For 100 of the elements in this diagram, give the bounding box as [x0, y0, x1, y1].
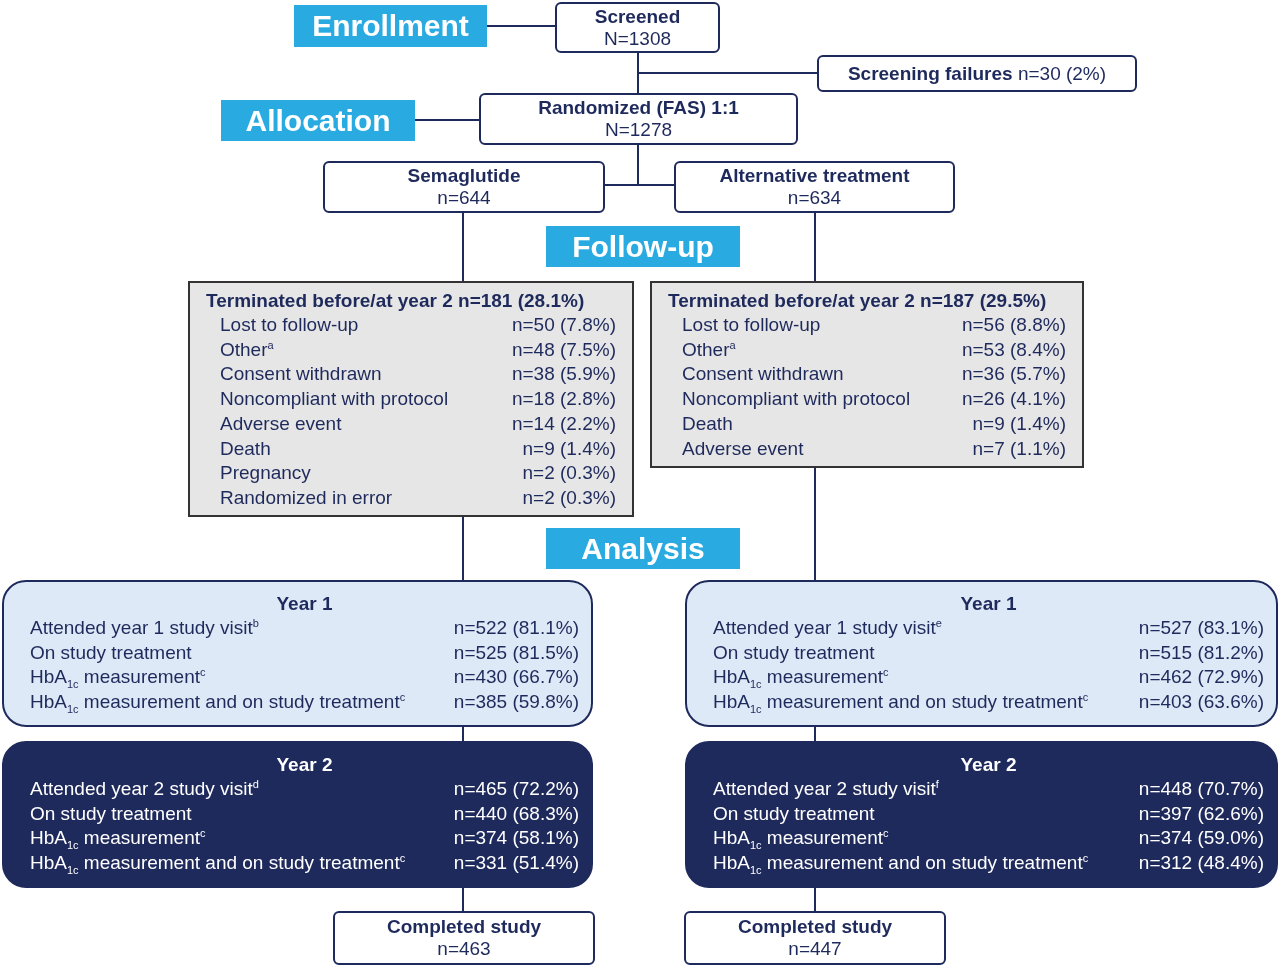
box-text: n=634	[787, 187, 842, 209]
box-text: N=1308	[603, 27, 672, 50]
process-box	[674, 161, 955, 213]
connector-line	[462, 887, 464, 912]
box-heading: Terminated before/at year 2 n=187 (29.5%)	[668, 289, 1048, 313]
row-value: n=465 (72.2%)	[453, 777, 579, 801]
row-value: n=527 (83.1%)	[1138, 616, 1264, 640]
process-box	[817, 55, 1137, 92]
termination-box	[650, 281, 1084, 468]
row-value: n=525 (81.5%)	[453, 640, 579, 665]
row-value: n=403 (63.6%)	[1138, 690, 1264, 715]
connector-line	[462, 516, 464, 581]
section-banner: Analysis	[546, 528, 740, 569]
box-text: n=447	[788, 938, 842, 960]
row-value: n=36 (5.7%)	[961, 362, 1066, 387]
box-text: n=463	[437, 938, 491, 960]
row-value: n=2 (0.3%)	[521, 461, 616, 486]
row-value: n=14 (2.2%)	[511, 411, 616, 436]
row-label: Death	[682, 411, 734, 436]
box-heading: Terminated before/at year 2 n=181 (28.1%)	[206, 289, 586, 313]
box-text: N=1278	[604, 119, 673, 141]
box-text: Alternative treatment	[719, 165, 910, 187]
connector-line	[462, 726, 464, 742]
box-text: Randomized (FAS) 1:1	[538, 97, 739, 119]
row-value: n=56 (8.8%)	[961, 313, 1066, 337]
box-heading: Year 1	[959, 592, 1018, 616]
connector-line	[486, 25, 556, 27]
row-label: Consent withdrawn	[682, 362, 845, 387]
box-text: Screening failures n=30 (2%)	[847, 62, 1107, 85]
connector-line	[637, 52, 818, 74]
row-label: HbA$_{1c}$ measurement$^{c}$	[30, 826, 207, 852]
process-box	[479, 93, 798, 145]
row-label: Pregnancy	[220, 461, 312, 486]
row-label: Adverse event	[682, 436, 805, 461]
connector-line	[814, 887, 816, 912]
process-box	[333, 911, 595, 965]
row-value: n=374 (58.1%)	[453, 826, 579, 851]
row-label: On study treatment	[713, 640, 876, 665]
box-text: Semaglutide	[407, 165, 521, 187]
row-label: Lost to follow-up	[682, 313, 822, 337]
row-label: HbA$_{1c}$ measurement$^{c}$	[713, 826, 890, 852]
termination-box	[188, 281, 634, 517]
section-banner: Follow-up	[546, 226, 740, 267]
row-label: Lost to follow-up	[220, 313, 360, 337]
row-value: n=385 (59.8%)	[453, 690, 579, 715]
connector-line	[414, 119, 480, 121]
connector-line	[814, 467, 816, 581]
section-banner: Allocation	[221, 100, 415, 141]
row-value: n=9 (1.4%)	[971, 411, 1066, 436]
row-value: n=462 (72.9%)	[1138, 665, 1264, 690]
connector-line	[814, 726, 816, 742]
row-label: On study treatment	[713, 801, 876, 826]
row-label: HbA$_{1c}$ measurement and on study treatment$^{c}$	[30, 690, 407, 715]
row-label: Other$^{a}$	[220, 337, 275, 362]
row-label: Consent withdrawn	[220, 362, 383, 387]
row-label: HbA$_{1c}$ measurement and on study treatment$^{c}$	[30, 851, 407, 876]
connector-line	[462, 212, 464, 282]
box-heading: Year 1	[275, 592, 334, 616]
row-label: Noncompliant with protocol	[682, 387, 912, 412]
process-box	[684, 911, 946, 965]
row-value: n=50 (7.8%)	[511, 313, 616, 337]
row-value: n=26 (4.1%)	[961, 387, 1066, 412]
row-label: Attended year 2 study visit$^{d}$	[30, 777, 260, 801]
row-value: n=397 (62.6%)	[1138, 801, 1264, 826]
row-value: n=7 (1.1%)	[971, 436, 1066, 461]
row-value: n=312 (48.4%)	[1138, 851, 1264, 876]
row-value: n=9 (1.4%)	[521, 436, 616, 461]
row-label: Adverse event	[220, 411, 343, 436]
row-value: n=2 (0.3%)	[521, 485, 616, 510]
box-text: Screened	[594, 5, 681, 28]
row-value: n=430 (66.7%)	[453, 665, 579, 690]
row-label: Attended year 1 study visit$^{b}$	[30, 616, 260, 640]
year-box	[2, 741, 593, 888]
row-value: n=18 (2.8%)	[511, 387, 616, 412]
row-label: On study treatment	[30, 801, 193, 826]
year-box	[685, 580, 1278, 727]
box-text: Completed study	[737, 916, 893, 938]
row-value: n=448 (70.7%)	[1138, 777, 1264, 801]
row-value: n=38 (5.9%)	[511, 362, 616, 387]
box-heading: Year 2	[275, 753, 334, 777]
process-box	[555, 2, 720, 53]
row-label: Noncompliant with protocol	[220, 387, 450, 412]
row-value: n=515 (81.2%)	[1138, 640, 1264, 665]
row-value: n=53 (8.4%)	[961, 337, 1066, 362]
row-label: HbA$_{1c}$ measurement and on study treatment$^{c}$	[713, 851, 1090, 876]
box-text: Completed study	[386, 916, 542, 938]
row-label: On study treatment	[30, 640, 193, 665]
row-label: Death	[220, 436, 272, 461]
row-value: n=331 (51.4%)	[453, 851, 579, 876]
row-label: Other$^{a}$	[682, 337, 737, 362]
year-box	[685, 741, 1278, 888]
section-banner: Enrollment	[294, 5, 487, 47]
row-value: n=48 (7.5%)	[511, 337, 616, 362]
connector-line	[814, 212, 816, 282]
row-label: Randomized in error	[220, 485, 394, 510]
row-value: n=522 (81.1%)	[453, 616, 579, 640]
row-value: n=374 (59.0%)	[1138, 826, 1264, 851]
box-heading: Year 2	[959, 753, 1018, 777]
row-value: n=440 (68.3%)	[453, 801, 579, 826]
row-label: HbA$_{1c}$ measurement$^{c}$	[30, 665, 207, 691]
